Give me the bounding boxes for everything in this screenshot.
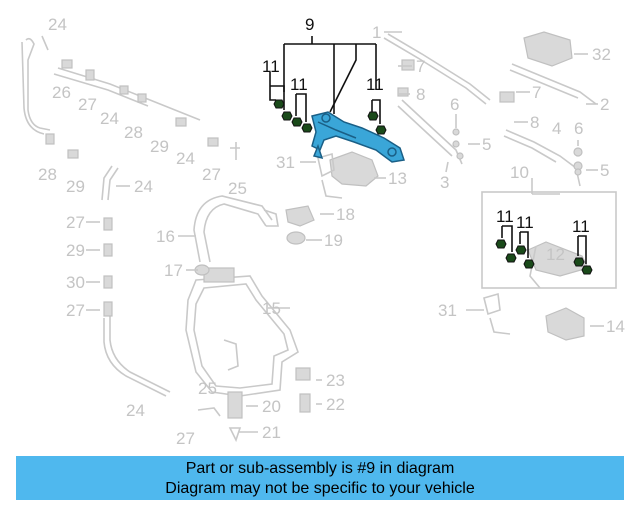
label-12: 12 — [546, 245, 565, 264]
label-24: 24 — [126, 401, 145, 420]
label-27: 27 — [66, 213, 85, 232]
label-27: 27 — [66, 301, 85, 320]
label-26: 26 — [52, 83, 71, 102]
label-21: 21 — [262, 423, 281, 442]
highlighted-part-9 — [311, 111, 405, 163]
nuts-6 — [452, 128, 582, 176]
parts-diagram: 9 11 11 11 11 11 11 1 7 8 6 5 3 32 7 2 8… — [21, 15, 625, 448]
label-4: 4 — [552, 119, 561, 138]
small-parts-center — [197, 205, 315, 443]
label-6: 6 — [574, 119, 583, 138]
label-32: 32 — [592, 45, 611, 64]
label-30: 30 — [66, 273, 85, 292]
leaders-black — [269, 36, 587, 264]
label-11: 11 — [516, 213, 534, 232]
cowl-cap — [523, 31, 573, 67]
label-29: 29 — [66, 177, 85, 196]
fasteners-11-box — [495, 239, 593, 275]
banner-line-1: Part or sub-assembly is #9 in diagram — [185, 460, 455, 477]
label-10: 10 — [510, 163, 529, 182]
label-15: 15 — [262, 299, 281, 318]
label-24: 24 — [134, 177, 153, 196]
label-23: 23 — [326, 371, 345, 390]
label-2: 2 — [600, 95, 609, 114]
label-11: 11 — [262, 57, 280, 76]
label-8: 8 — [530, 113, 539, 132]
banner-line-2: Diagram may not be specific to your vehi… — [165, 480, 475, 497]
label-29: 29 — [66, 241, 85, 260]
fasteners-11-top — [273, 99, 387, 135]
label-20: 20 — [262, 397, 281, 416]
motor-lower-right — [483, 292, 585, 341]
label-3: 3 — [440, 173, 449, 192]
label-11: 11 — [572, 217, 590, 236]
label-1: 1 — [372, 23, 381, 42]
label-7: 7 — [416, 57, 425, 76]
label-28: 28 — [38, 165, 57, 184]
linkage-box-10 — [481, 191, 617, 289]
label-27: 27 — [176, 429, 195, 448]
label-11: 11 — [366, 75, 384, 94]
hose-connectors — [45, 59, 240, 317]
label-24: 24 — [100, 109, 119, 128]
washer-hose-left — [21, 35, 201, 397]
washer-reservoir — [185, 264, 299, 397]
label-29: 29 — [150, 137, 169, 156]
label-7: 7 — [532, 83, 541, 102]
label-8: 8 — [416, 85, 425, 104]
label-24: 24 — [48, 15, 67, 34]
label-5: 5 — [600, 161, 609, 180]
label-31: 31 — [276, 153, 295, 172]
label-14: 14 — [606, 317, 625, 336]
label-25: 25 — [228, 179, 247, 198]
label-31: 31 — [438, 301, 457, 320]
label-22: 22 — [326, 395, 345, 414]
label-6: 6 — [450, 95, 459, 114]
label-28: 28 — [124, 123, 143, 142]
label-11: 11 — [496, 207, 514, 226]
wiper-motor — [317, 151, 379, 199]
label-5: 5 — [482, 135, 491, 154]
label-11: 11 — [290, 75, 308, 94]
callouts-grey: 1 7 8 6 5 3 32 7 2 8 4 6 5 10 12 31 13 1… — [38, 15, 625, 448]
callouts-black: 9 11 11 11 11 11 11 — [262, 15, 590, 236]
label-9: 9 — [305, 15, 314, 34]
leaders-grey — [86, 31, 604, 433]
label-24: 24 — [176, 149, 195, 168]
label-27: 27 — [78, 95, 97, 114]
label-25: 25 — [198, 379, 217, 398]
label-27: 27 — [202, 165, 221, 184]
label-17: 17 — [164, 261, 183, 280]
label-19: 19 — [324, 231, 343, 250]
label-16: 16 — [156, 227, 175, 246]
info-banner: Part or sub-assembly is #9 in diagram Di… — [16, 456, 624, 500]
label-18: 18 — [336, 205, 355, 224]
filler-neck — [193, 195, 279, 263]
label-13: 13 — [388, 169, 407, 188]
